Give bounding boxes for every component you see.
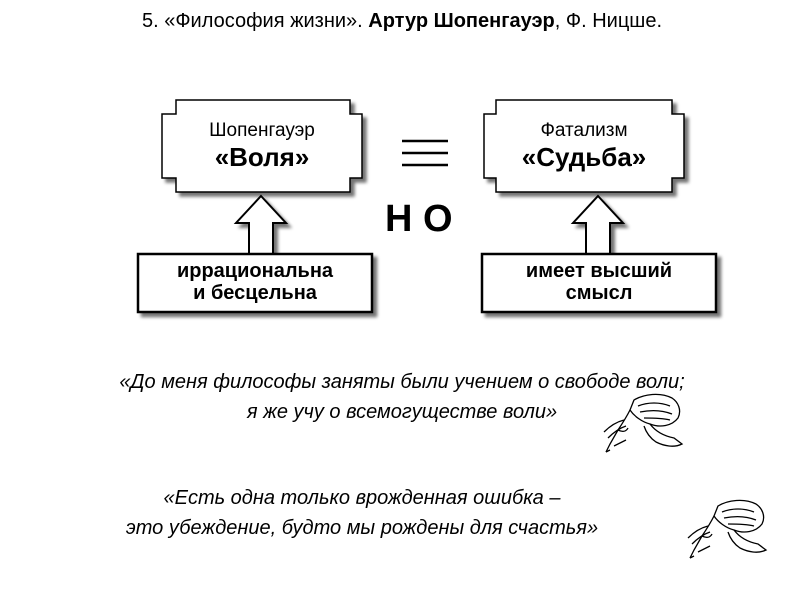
quote-nietzsche-line2: это убеждение, будто мы рождены для счас…	[125, 517, 599, 539]
left-label-line2: и бесцельна	[193, 282, 317, 304]
title-author: Артур Шопенгауэр	[368, 10, 555, 32]
quill-pen-icon	[603, 393, 684, 453]
quote-schopenhauer: «До меня философы заняты были учением о …	[0, 367, 804, 427]
right-box-subtitle: Фатализм	[540, 120, 628, 141]
left-label-text: иррациональна и бесцельна	[138, 260, 372, 304]
title-suffix: , Ф. Ницше.	[554, 10, 663, 32]
left-box-main: «Воля»	[214, 142, 310, 172]
quote-nietzsche: «Есть одна только врожденная ошибка – эт…	[0, 483, 724, 543]
left-box-text: Шопенгауэр «Воля»	[162, 120, 362, 172]
right-box-main: «Судьба»	[521, 142, 647, 172]
right-up-arrow	[570, 194, 626, 255]
but-connector: Н О	[385, 198, 453, 240]
equivalence-sign	[402, 139, 448, 167]
title-prefix: 5. «Философия жизни».	[141, 10, 369, 32]
left-box-subtitle: Шопенгауэр	[209, 120, 315, 141]
right-label-line2: смысл	[565, 282, 633, 304]
page-title: 5. «Философия жизни». Артур Шопенгауэр, …	[0, 10, 804, 33]
right-label-text: имеет высший смысл	[482, 260, 716, 304]
quote-schopenhauer-line2: я же учу о всемогуществе воли»	[246, 401, 558, 423]
right-label-box	[480, 252, 718, 314]
left-up-arrow	[233, 194, 289, 255]
quote-schopenhauer-line1: «До меня философы заняты были учением о …	[119, 371, 685, 393]
right-box-text: Фатализм «Судьба»	[484, 120, 684, 172]
quote-nietzsche-line1: «Есть одна только врожденная ошибка –	[163, 487, 561, 509]
left-label-line1: иррациональна	[176, 260, 334, 282]
right-concept-box	[483, 99, 685, 193]
right-label-line1: имеет высший	[525, 260, 673, 282]
left-concept-box	[161, 99, 363, 193]
left-label-box	[136, 252, 374, 314]
quill-pen-icon	[687, 499, 768, 559]
